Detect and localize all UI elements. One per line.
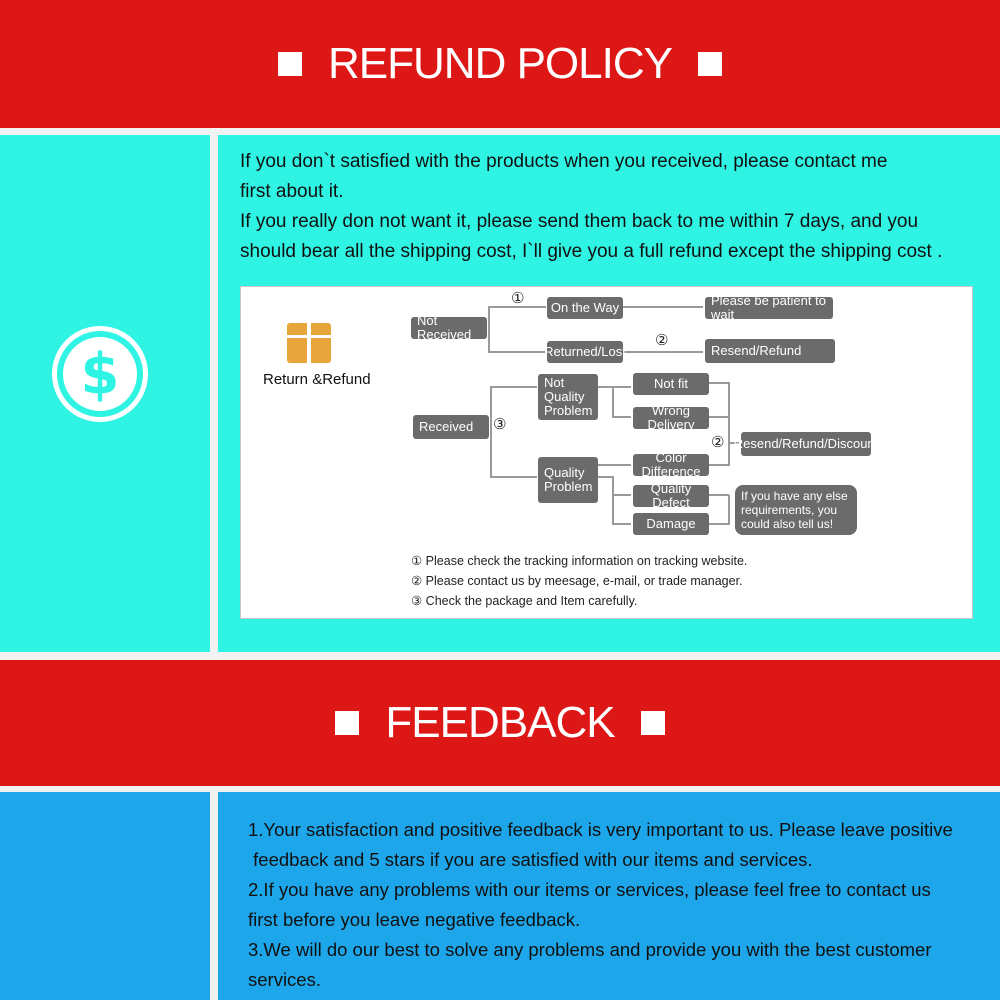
feedback-title: FEEDBACK [385,698,615,747]
returned-lost-box: Returned/Lost [544,341,626,363]
refund-policy-title: REFUND POLICY [328,39,673,88]
on-the-way-box: On the Way [547,297,623,319]
square-bullet-icon [278,52,303,76]
step-mark: ② [711,433,725,451]
color-difference-box: Color Difference [633,451,709,479]
refund-policy-title-wrap: REFUND POLICY [252,39,748,89]
wrong-delivery-box: Wrong Delivery [633,404,709,432]
other-requirements-bubble: If you have any else requirements, you c… [735,485,857,535]
flowchart-note: ③ Check the package and Item carefully. [411,594,638,608]
resend-refund-discount-box: Resend/Refund/Discount [734,432,878,456]
patient-box: Please be patient to wait [705,294,833,322]
not-fit-box: Not fit [633,373,709,395]
feedback-title-wrap: FEEDBACK [309,698,690,748]
step-mark: ① [511,289,525,307]
return-refund-label: Return &Refund [263,371,371,388]
step-mark: ③ [493,415,507,433]
resend-refund-box: Resend/Refund [705,339,835,363]
feedback-text: 1.Your satisfaction and positive feedbac… [248,819,953,990]
quality-problem-box: Quality Problem [538,457,598,503]
flowchart-connectors [488,306,739,525]
flowchart-note: ② Please contact us by meesage, e-mail, … [411,574,743,588]
step-mark: ② [655,331,669,349]
refund-policy-text: If you don`t satisfied with the products… [240,151,943,262]
not-quality-problem-box: Not Quality Problem [538,374,598,420]
gift-box-icon [287,323,331,363]
square-bullet-icon [640,711,665,735]
refund-policy-banner: REFUND POLICY [0,0,1000,128]
square-bullet-icon [697,52,722,76]
square-bullet-icon [335,711,360,735]
return-refund-flowchart: Return &Refund Not Received ① On the Way… [240,286,973,619]
quality-defect-box: Quality Defect [633,482,709,510]
refund-icon-panel: $ [0,135,210,652]
received-box: Received [413,415,489,439]
dollar-icon: $ [52,326,148,422]
feedback-content-panel [218,792,1000,1000]
feedback-banner: FEEDBACK [0,660,1000,786]
feedback-left-panel [0,792,210,1000]
damage-box: Damage [633,513,709,535]
flowchart-note: ① Please check the tracking information … [411,554,748,568]
not-received-box: Not Received [411,314,487,342]
